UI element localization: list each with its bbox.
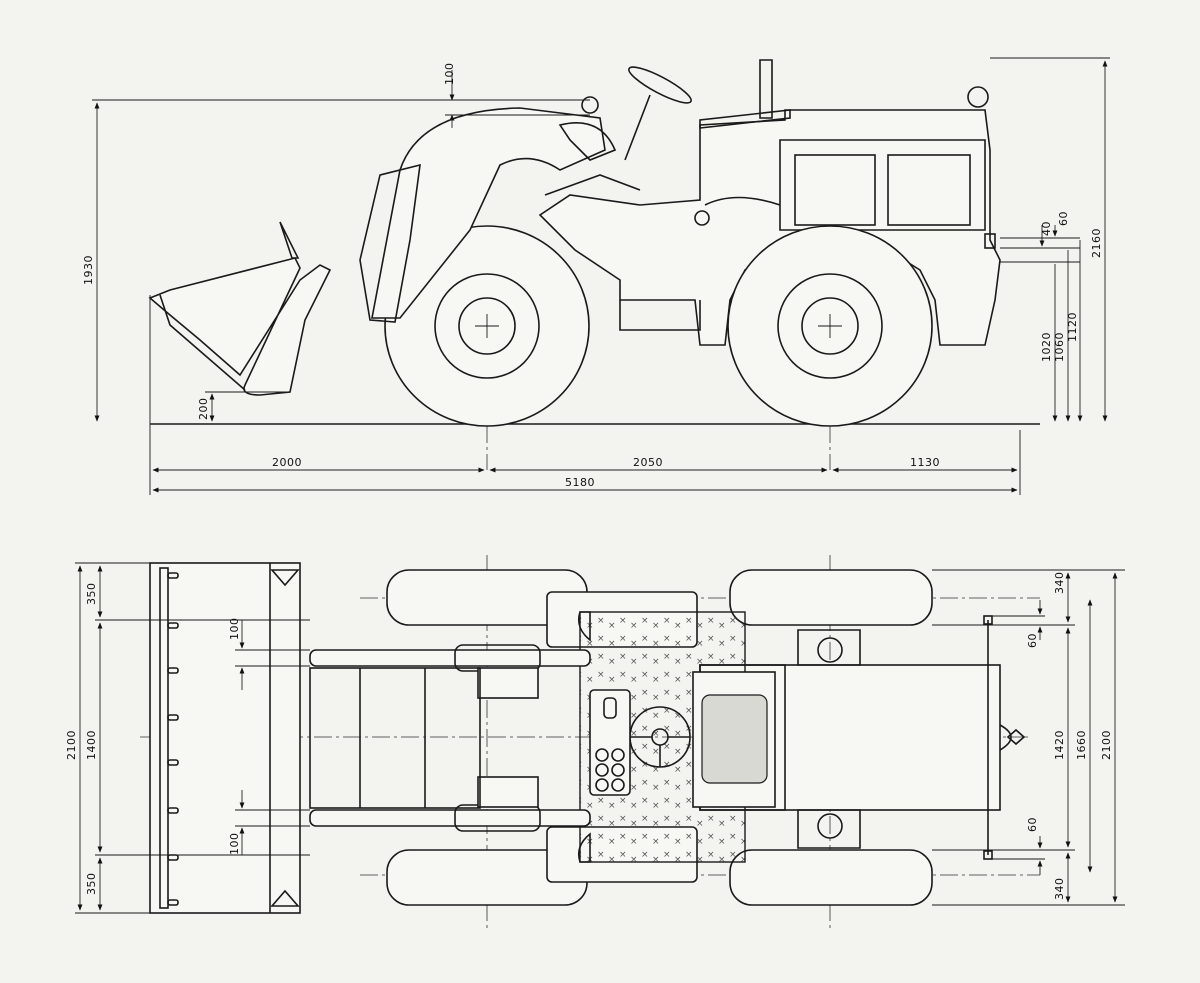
steering-wheel (628, 66, 692, 104)
dim-wheelbase: 2050 (633, 456, 663, 469)
loader-arm (359, 107, 641, 323)
dim-overall-height: 2160 (1090, 228, 1103, 258)
right-lift-cylinder (309, 809, 591, 827)
rear-left-tyre (729, 569, 933, 626)
right-arm-bracket (477, 776, 539, 808)
rear-right-tyre (729, 849, 933, 906)
control-panel (589, 689, 631, 796)
dim-hitch-offset-top: 60 (1026, 633, 1039, 648)
dim-machine-width: 2100 (1100, 730, 1113, 760)
dim-bucket-ground-clearance: 200 (197, 398, 210, 421)
bucket-teeth (167, 572, 179, 906)
roof-beacon-lamp (967, 86, 989, 108)
dim-bucket-overall-width: 2100 (65, 730, 78, 760)
dim-bucket-inner-width: 1400 (85, 730, 98, 760)
cab-window-right (887, 154, 971, 226)
fuel-cap (694, 210, 710, 226)
dim-hitch-height-b: 1060 (1053, 332, 1066, 362)
right-headlamp (577, 832, 591, 863)
dim-hitch-offset-bottom: 60 (1026, 817, 1039, 832)
dim-arm-gap-bottom: 100 (228, 833, 241, 856)
rear-hitch-top (999, 724, 1012, 751)
seat-back (759, 59, 773, 119)
front-lamp (581, 96, 599, 114)
bucket-tooth (279, 221, 300, 259)
cab-window-left (794, 154, 876, 226)
loader-frame (309, 667, 481, 809)
rear-hitch (984, 233, 996, 249)
rear-wheel (727, 225, 933, 427)
top-view: 2100 350 1400 350 100 100 340 60 1420 (65, 555, 1125, 930)
dim-rear-overhang: 1130 (910, 456, 940, 469)
steering-column (624, 94, 651, 161)
dim-overall-length: 5180 (565, 476, 595, 489)
dim-tyre-width-bottom: 340 (1053, 878, 1066, 901)
dim-hitch-height-c: 1120 (1066, 312, 1079, 342)
dim-hitch-height-a: 1020 (1040, 332, 1053, 362)
left-lift-cylinder (309, 649, 591, 667)
dim-bucket-edge-left: 350 (85, 583, 98, 606)
dim-bucket-tooth-clearance: 100 (443, 63, 456, 86)
dim-overall-height-bucket: 1930 (82, 255, 95, 285)
dim-bucket-edge-right: 350 (85, 873, 98, 896)
side-view: 100 1930 200 2000 2050 1130 5180 40 (82, 57, 1110, 495)
dim-hitch-offset-a: 40 (1040, 221, 1053, 236)
dim-tyre-width-top: 340 (1053, 572, 1066, 595)
dim-hitch-offset-b: 60 (1057, 211, 1070, 226)
left-arm-bracket (477, 667, 539, 699)
bucket (148, 221, 332, 396)
dim-front-overhang: 2000 (272, 456, 302, 469)
dim-track-center: 1660 (1075, 730, 1088, 760)
seat (699, 109, 791, 129)
front-wheel (384, 225, 590, 427)
left-headlamp (577, 611, 591, 642)
dim-arm-gap-top: 100 (228, 618, 241, 641)
dim-track-inner: 1420 (1053, 730, 1066, 760)
